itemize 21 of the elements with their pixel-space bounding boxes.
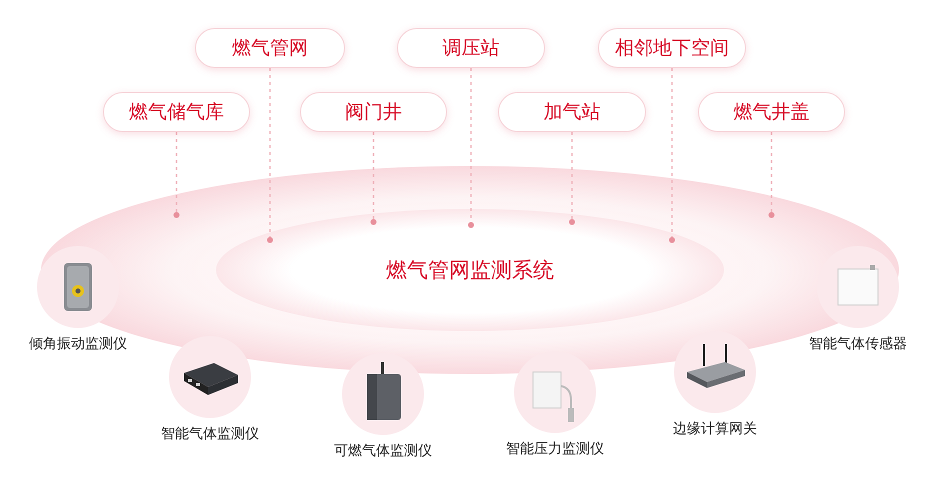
- location-tag: 加气站: [498, 92, 646, 132]
- location-tag: 阀门井: [300, 92, 447, 132]
- device-label: 智能气体监测仪: [161, 425, 259, 443]
- device-label: 倾角振动监测仪: [29, 335, 127, 353]
- location-tag: 燃气管网: [195, 28, 345, 68]
- device-label: 智能压力监测仪: [506, 440, 604, 458]
- location-tag: 燃气储气库: [103, 92, 250, 132]
- device-label: 可燃气体监测仪: [334, 442, 432, 460]
- leader-line: [468, 68, 474, 228]
- leader-line: [569, 132, 575, 225]
- system-title: 燃气管网监测系统: [386, 257, 554, 284]
- device-label: 边缘计算网关: [673, 420, 757, 438]
- leader-line: [267, 68, 273, 243]
- location-tag: 燃气井盖: [698, 92, 845, 132]
- device-label: 智能气体传感器: [809, 335, 907, 353]
- leader-line: [669, 68, 675, 243]
- leader-line: [768, 132, 774, 218]
- location-tag: 相邻地下空间: [598, 28, 746, 68]
- leader-line: [370, 132, 376, 225]
- leader-line: [174, 132, 180, 218]
- location-tag: 调压站: [397, 28, 545, 68]
